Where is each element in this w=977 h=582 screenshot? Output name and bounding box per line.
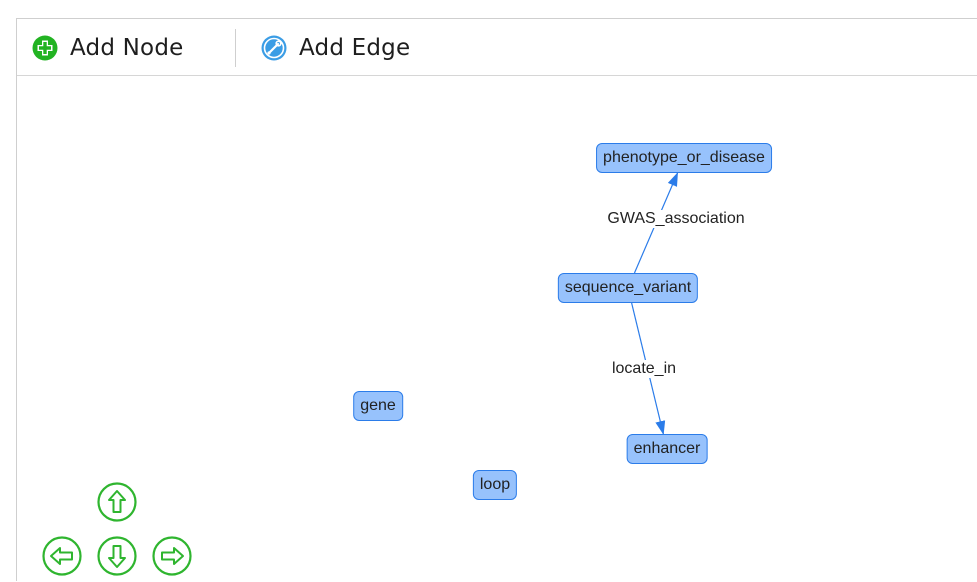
arrow-right-icon [152, 536, 192, 576]
nav-up-button[interactable] [97, 482, 137, 522]
graph-canvas[interactable]: phenotype_or_disease sequence_variant en… [17, 76, 977, 582]
edge-label-gwas-association: GWAS_association [606, 210, 746, 228]
arrow-left-icon [42, 536, 82, 576]
toolbar-divider [235, 29, 236, 67]
plus-circle-icon [32, 35, 58, 61]
connect-edge-icon [261, 35, 287, 61]
nav-right-button[interactable] [152, 536, 192, 576]
add-edge-button[interactable]: Add Edge [260, 32, 410, 64]
add-node-button[interactable]: Add Node [31, 32, 183, 64]
toolbar: Add Node Add Edge [17, 19, 977, 76]
node-enhancer[interactable]: enhancer [626, 434, 708, 464]
arrow-up-icon [97, 482, 137, 522]
add-node-label: Add Node [70, 35, 184, 61]
node-phenotype-or-disease[interactable]: phenotype_or_disease [596, 143, 772, 173]
add-edge-label: Add Edge [299, 35, 411, 61]
node-loop[interactable]: loop [472, 470, 518, 500]
nav-down-button[interactable] [97, 536, 137, 576]
edge-label-locate-in: locate_in [610, 360, 678, 378]
node-sequence-variant[interactable]: sequence_variant [557, 273, 699, 303]
arrow-down-icon [97, 536, 137, 576]
node-gene[interactable]: gene [353, 391, 403, 421]
network-panel: Add Node Add Edge phenotype_or_disease s… [16, 18, 977, 581]
edges-layer [631, 172, 679, 435]
nav-left-button[interactable] [42, 536, 82, 576]
